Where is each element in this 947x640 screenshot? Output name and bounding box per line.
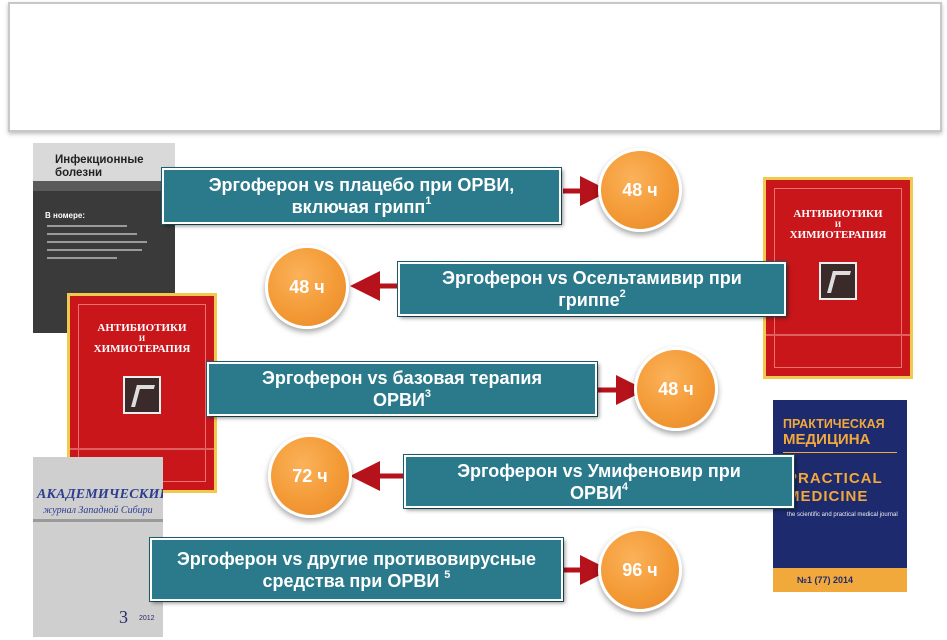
cover-subtitle-en: the scientific and practical medical jou… — [787, 512, 898, 518]
reference-mark: 1 — [425, 195, 432, 207]
journal-logo-icon — [819, 262, 857, 300]
pulse-line-icon — [783, 452, 897, 453]
cover-in-issue: В номере: — [45, 211, 85, 220]
comparison-label-5: Эргоферон vs другие противовирусные сред… — [150, 538, 563, 601]
journal-logo-icon — [123, 376, 161, 414]
cover-footer-band — [773, 568, 907, 592]
academic-journal-cover: АКАДЕМИЧЕСКИЙ журнал Западной Сибири 3 2… — [33, 457, 163, 637]
cover-title: АНТИБИОТИКИ И ХИМИОТЕРАПИЯ — [93, 322, 191, 355]
reference-mark: 3 — [424, 388, 432, 400]
comparison-label-1: Эргоферон vs плацебо при ОРВИ, включая г… — [162, 168, 561, 224]
cover-line — [47, 225, 127, 227]
cover-line — [47, 257, 117, 259]
cover-subtitle: журнал Западной Сибири — [43, 505, 153, 516]
comparison-label-4: Эргоферон vs Умифеновир при ОРВИ4 — [404, 455, 794, 508]
reference-mark: 2 — [619, 288, 626, 300]
time-circle-4: 72 ч — [268, 434, 352, 518]
cover-line — [47, 233, 137, 235]
cover-title-en: PRACTICAL MEDICINE — [787, 470, 883, 505]
time-circle-1: 48 ч — [598, 148, 682, 232]
cover-issue-number: 3 — [119, 607, 128, 627]
time-circle-5: 96 ч — [598, 528, 682, 612]
cover-line — [47, 249, 142, 251]
comparison-label-3: Эргоферон vs базовая терапия ОРВИ3 — [207, 362, 597, 416]
cover-strip — [33, 181, 175, 191]
cover-title: АНТИБИОТИКИ И ХИМИОТЕРАПИЯ — [789, 208, 887, 241]
practical-medicine-cover: ПРАКТИЧЕСКАЯ МЕДИЦИНА PRACTICAL MEDICINE… — [773, 400, 907, 592]
reference-mark: 5 — [444, 568, 451, 581]
time-circle-3: 48 ч — [634, 347, 718, 431]
cover-divider — [766, 334, 910, 336]
cover-issue: №1 (77) 2014 — [797, 575, 854, 585]
reference-mark: 4 — [621, 480, 629, 493]
cover-title: Инфекционные болезни — [55, 154, 144, 179]
cover-year: 2012 — [139, 615, 155, 622]
cover-stripe — [33, 519, 163, 522]
cover-line — [47, 241, 147, 243]
time-circle-2: 48 ч — [265, 245, 349, 329]
comparison-label-2: Эргоферон vs Осельтамивир при гриппе2 — [398, 262, 786, 316]
slide-title-box — [8, 2, 942, 132]
cover-header-band — [33, 143, 175, 181]
antibiotics-journal-cover-right: АНТИБИОТИКИ И ХИМИОТЕРАПИЯ — [763, 177, 913, 379]
cover-title: АКАДЕМИЧЕСКИЙ — [37, 487, 163, 502]
cover-title-ru: ПРАКТИЧЕСКАЯ МЕДИЦИНА — [783, 417, 885, 448]
cover-divider — [70, 448, 214, 450]
